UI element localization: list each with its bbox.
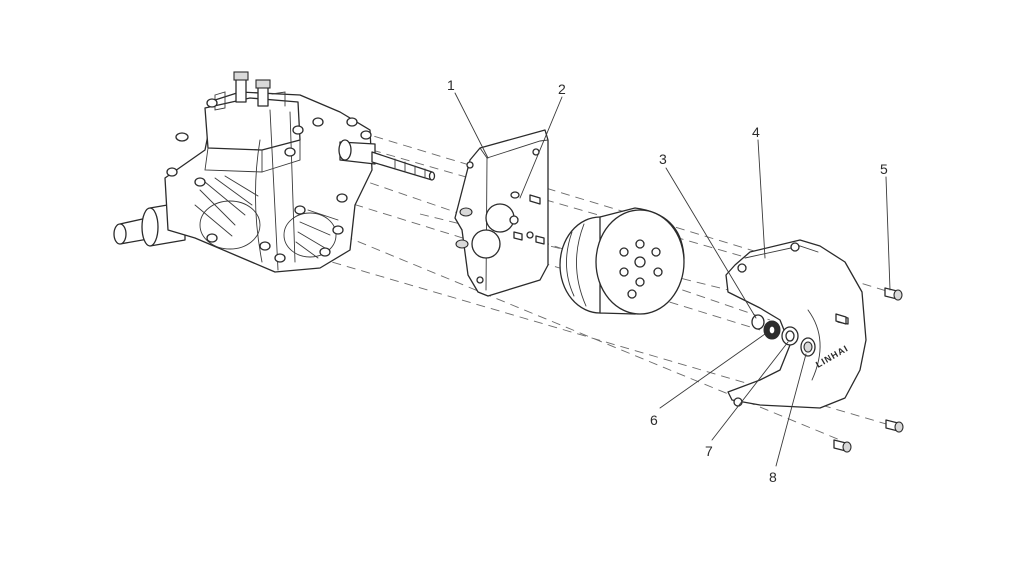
nut-washer-seal — [751, 314, 816, 357]
callout-3: 3 — [659, 151, 667, 167]
callout-8: 8 — [769, 469, 777, 485]
cover-bolts — [833, 287, 904, 453]
clutch-cover: LINHAI — [725, 239, 867, 409]
housing-bolts — [166, 98, 372, 263]
callout-5: 5 — [880, 161, 888, 177]
mounting-studs — [513, 194, 545, 245]
leader-lines — [454, 92, 891, 467]
housing-ribs — [194, 175, 339, 259]
callout-1: 1 — [447, 77, 455, 93]
callout-numbers: 1 2 3 4 5 6 7 8 — [447, 77, 888, 485]
callout-6: 6 — [650, 412, 658, 428]
callout-7: 7 — [705, 443, 713, 459]
drive-pulley — [559, 207, 685, 315]
mounting-plate — [454, 129, 549, 297]
gearbox-assembly — [113, 71, 436, 273]
callout-4: 4 — [752, 124, 760, 140]
callout-2: 2 — [558, 81, 566, 97]
